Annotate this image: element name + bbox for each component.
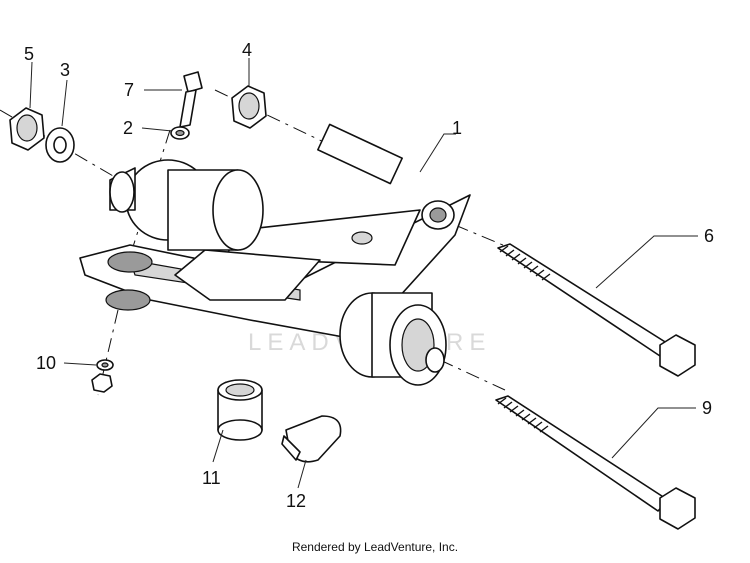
callout-10: 10 [36,353,56,373]
callout-1: 1 [452,118,462,138]
bushing-part-11 [217,379,263,441]
nut-part-5 [9,107,45,151]
nut-part-4 [231,85,267,129]
callout-5: 5 [24,44,34,64]
callout-9: 9 [702,398,712,418]
callout-4: 4 [242,40,252,60]
leader-lines [29,58,698,489]
callout-12: 12 [286,491,306,511]
callout-2: 2 [123,118,133,138]
callout-7: 7 [124,80,134,100]
lock-washer-part-2 [170,126,190,140]
callout-11: 11 [202,468,221,488]
washer-part-3 [45,127,75,163]
washer-nut-part-10 [91,359,114,393]
bolt-part-9 [495,395,696,530]
rendered-by-footer: Rendered by LeadVenture, Inc. [291,540,459,554]
clip-part-12 [281,415,342,463]
bolt-part-6 [497,243,696,377]
callout-6: 6 [704,226,714,246]
callout-3: 3 [60,60,70,80]
swing-arm-part-1 [79,123,471,386]
bolt-part-7 [179,71,203,128]
